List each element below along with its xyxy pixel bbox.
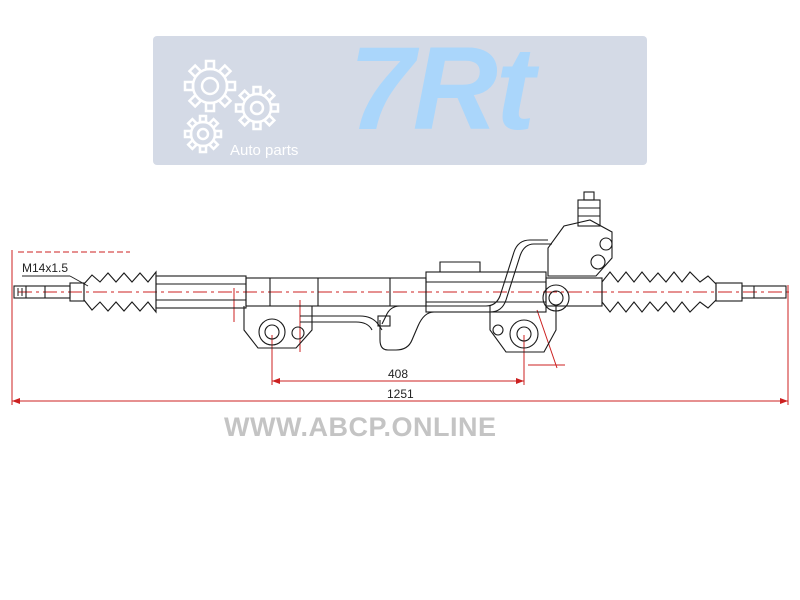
gears-icon <box>183 59 280 154</box>
dimension-overall-label: 1251 <box>387 387 414 401</box>
rack-body <box>13 191 787 353</box>
steering-rack-drawing <box>11 191 790 405</box>
dimension-inner-label: 408 <box>388 367 409 381</box>
dimension-lines <box>11 250 790 405</box>
logo-tagline: Auto parts <box>230 142 299 159</box>
watermark-text: WWW.ABCP.ONLINE <box>224 412 497 442</box>
thread-size-label: M14x1.5 <box>22 261 69 275</box>
logo-brand: 7Rt <box>349 23 535 155</box>
logo-banner: Auto parts 7Rt <box>153 30 647 165</box>
